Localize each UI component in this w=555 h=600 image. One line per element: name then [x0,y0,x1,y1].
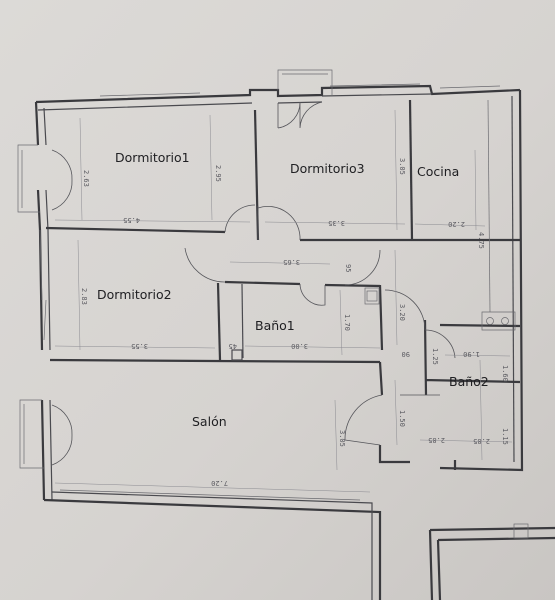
dimension-label: 1.50 [398,410,406,427]
doors [51,101,456,466]
dimension-lines [54,109,513,493]
dimension-label: 2.83 [80,288,88,305]
dimension-label: 3.55 [131,342,148,350]
room-label-dormitorio3: Dormitorio3 [290,161,365,176]
dimension-label: 4.75 [477,232,485,249]
room-label-bano2: Baño2 [449,374,489,389]
windows [17,69,501,501]
exterior-walls [34,84,524,600]
dimension-label: 2.20 [448,220,465,228]
room-label-cocina: Cocina [417,164,459,179]
dimension-label: 95 [344,264,352,272]
dimension-label: 4.55 [123,216,140,224]
dimension-label: 3.05 [398,158,406,175]
dimension-label: 2.63 [82,170,90,187]
dimension-label: 1.25 [431,348,439,365]
dimension-labels: 2.63 2.95 4.55 3.05 3.35 2.20 4.75 3.65 … [80,158,509,487]
dimension-label: 1.90 [463,350,480,358]
dimension-label: 7.20 [211,479,228,487]
dimension-label: 1.70 [343,314,351,331]
dimension-label: 3.00 [291,342,308,350]
dimension-label: 1.60 [501,365,509,382]
interior-walls [45,99,555,600]
room-label-dormitorio1: Dormitorio1 [115,150,190,165]
dimension-label: 1.15 [501,428,509,445]
room-label-salon: Salón [192,414,227,429]
dimension-label: 2.85 [428,436,445,444]
dimension-label: 90 [402,350,410,358]
dimension-label: 2.85 [473,437,490,445]
room-label-dormitorio2: Dormitorio2 [97,287,172,302]
dimension-label: 3.05 [338,430,346,447]
dimension-label: 3.65 [283,258,300,266]
dimension-label: 45 [229,342,237,350]
dimension-label: 2.95 [214,165,222,182]
room-label-bano1: Baño1 [255,318,295,333]
room-labels: Dormitorio1 Dormitorio3 Cocina Dormitori… [97,150,489,429]
dimension-label: 3.35 [328,219,345,227]
dimension-label: 3.20 [398,304,406,321]
